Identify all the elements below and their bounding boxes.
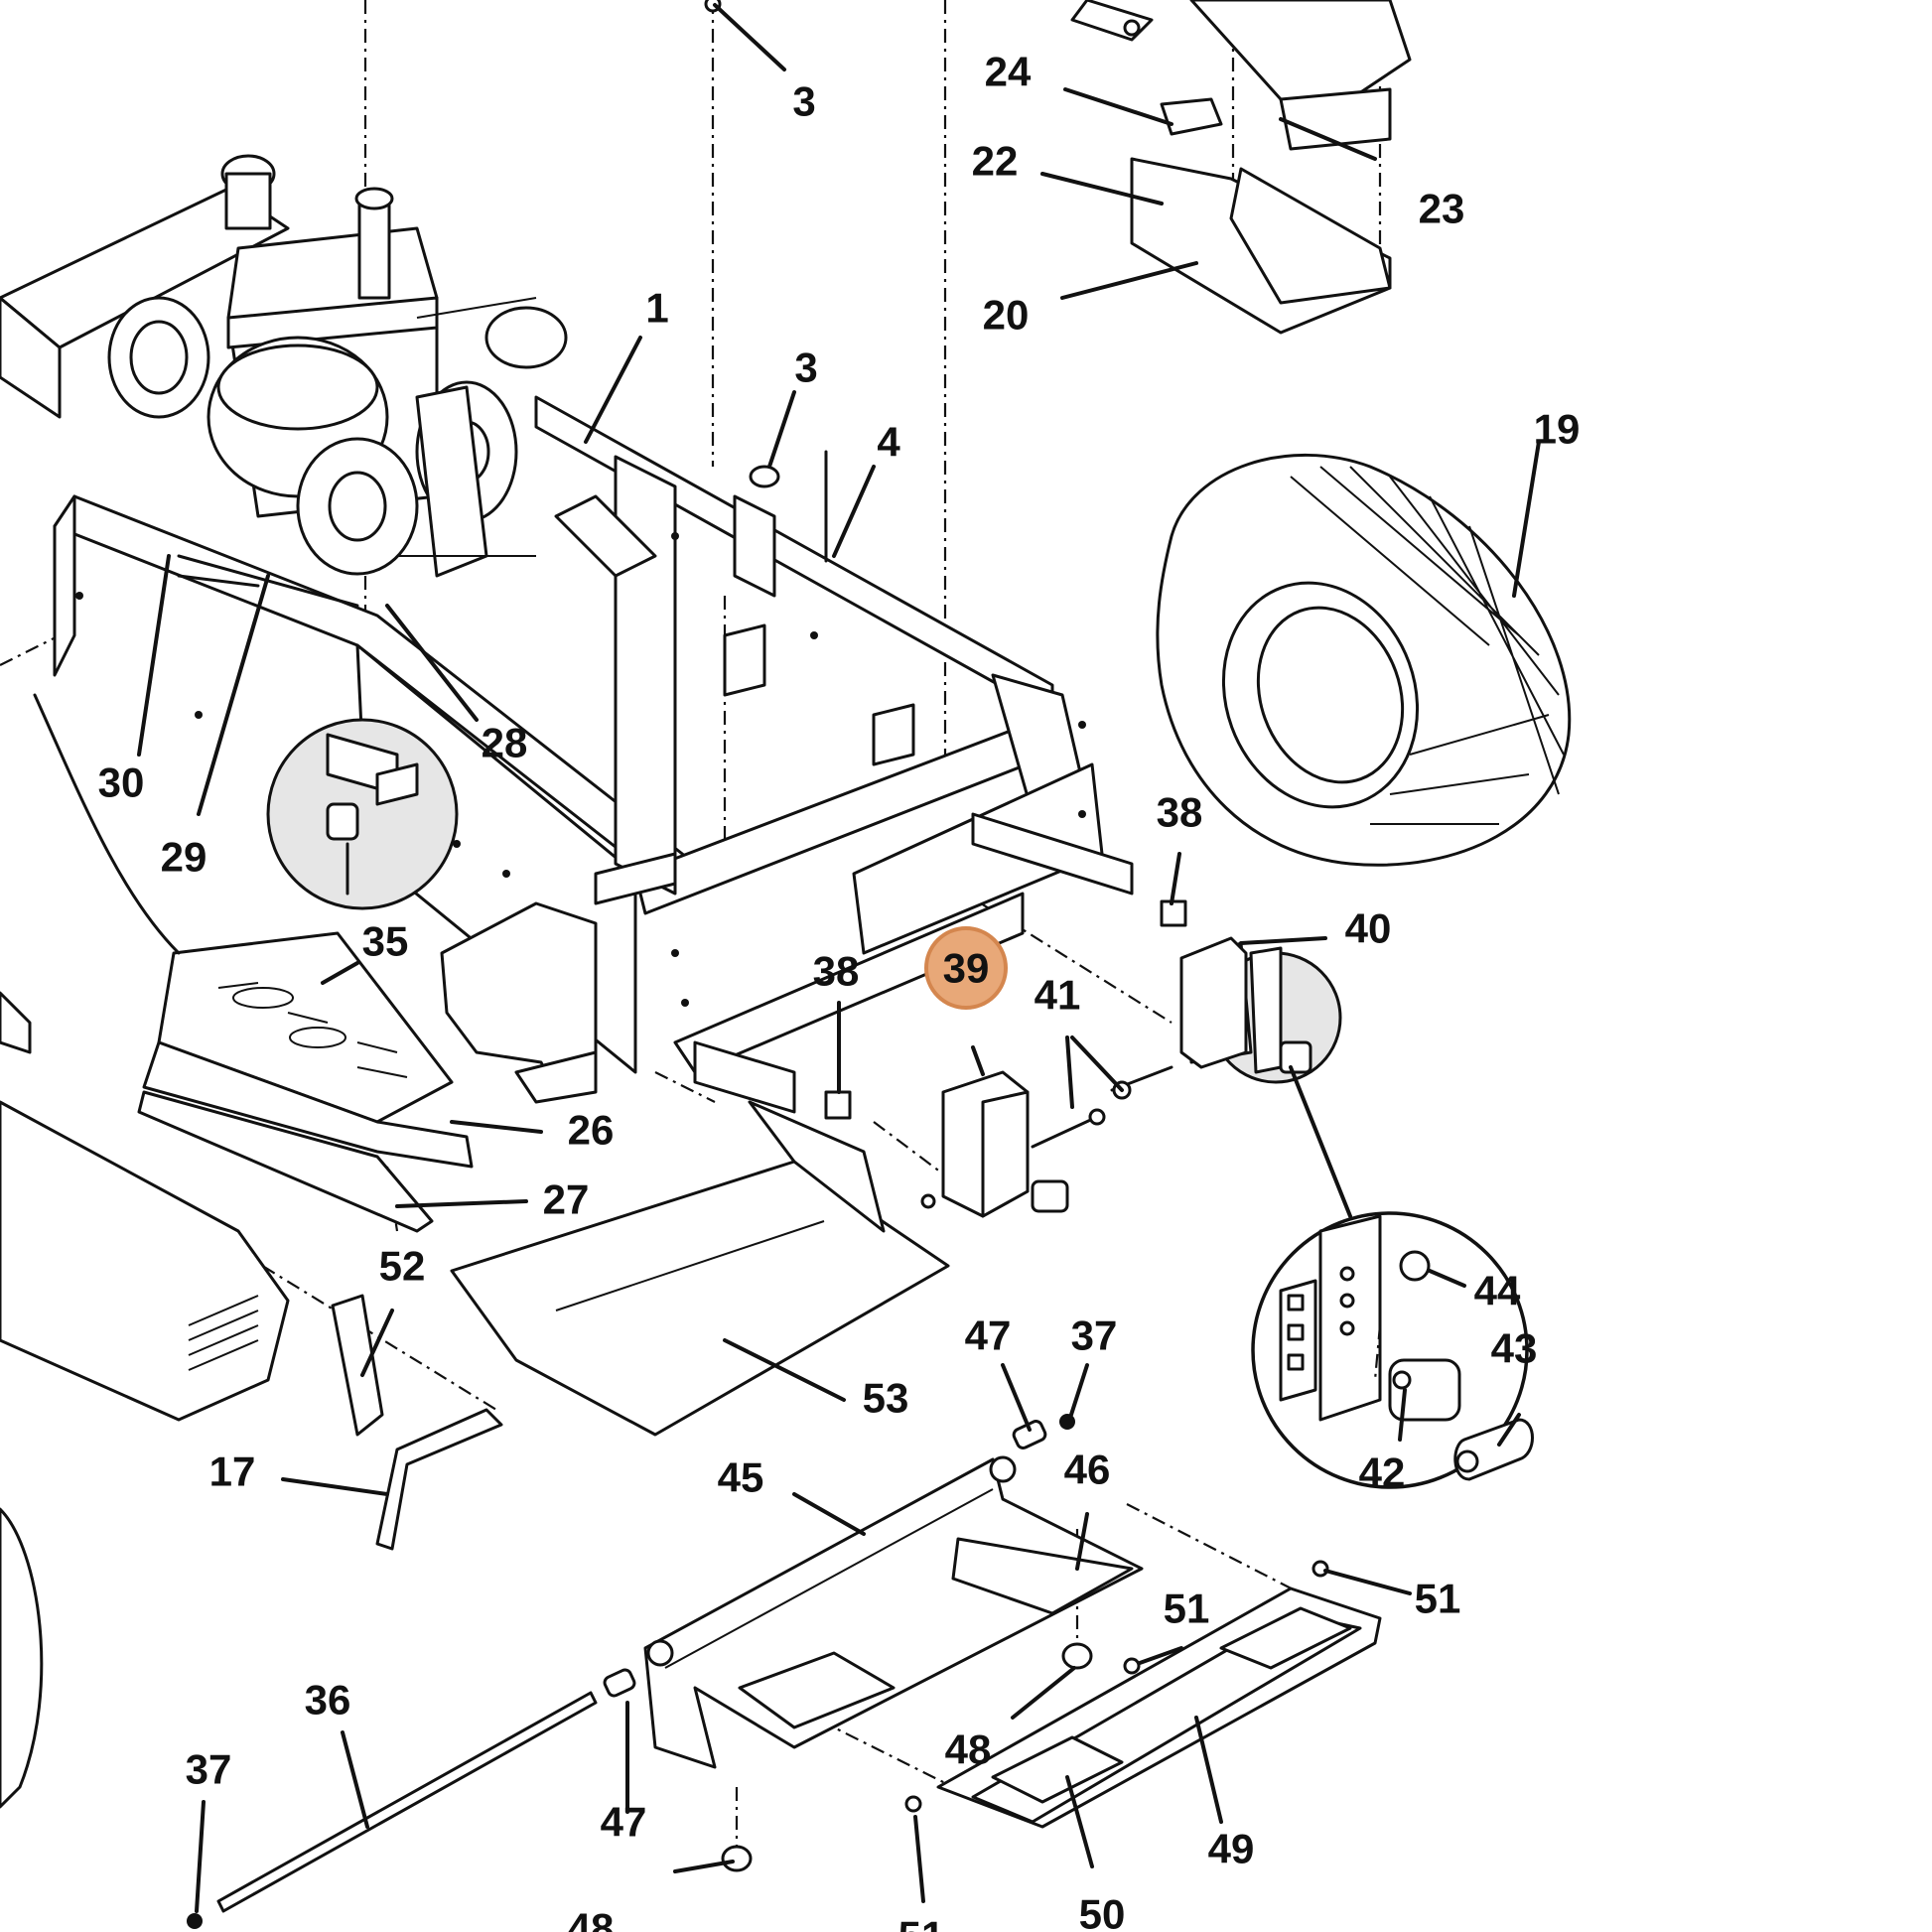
bars-and-pins [187,1414,1329,1929]
callout-36: 36 [305,1677,351,1724]
callout-3: 3 [794,345,817,391]
callout-1: 1 [645,285,668,332]
callout-27: 27 [543,1176,590,1223]
rod-17 [375,1408,503,1551]
callout-48: 48 [568,1905,615,1932]
cover-20 [1070,0,1412,335]
callout-52: 52 [379,1243,426,1290]
callout-49: 49 [1208,1826,1255,1872]
callout-24: 24 [985,49,1032,95]
callout-37: 37 [186,1746,232,1793]
deck-45 [643,1455,1144,1769]
callout-53: 53 [863,1375,909,1422]
callout-19: 19 [1534,406,1581,453]
rear-tire-19 [1156,454,1572,867]
callout-44: 44 [1474,1268,1521,1314]
callout-51: 51 [1164,1586,1210,1632]
callout-38: 38 [813,948,860,995]
callout-labels: 3 24 22 23 20 1 3 4 19 28 30 29 38 38 40… [98,49,1581,1932]
callout-20: 20 [983,292,1030,339]
highlight-circle [924,926,1008,1010]
callout-23: 23 [1419,186,1465,232]
callout-51: 51 [1415,1576,1461,1622]
callout-26: 26 [568,1107,615,1154]
callout-50: 50 [1079,1891,1126,1932]
callout-41: 41 [1035,972,1081,1019]
callout-22: 22 [972,138,1019,185]
callout-28: 28 [482,720,528,766]
bracket-39 [920,1070,1069,1218]
callout-35: 35 [362,918,409,965]
callout-51: 51 [898,1913,945,1932]
side-panel-left [0,693,290,1809]
callout-42: 42 [1359,1449,1406,1496]
callout-47: 47 [965,1312,1012,1359]
callout-46: 46 [1064,1447,1111,1493]
bracket-frame [440,901,598,1104]
callout-30: 30 [98,759,145,806]
callout-45: 45 [718,1454,764,1501]
callout-39: 39 [943,945,990,992]
highlight-callout-39[interactable]: 39 [924,926,1008,1010]
callout-3: 3 [792,78,815,125]
control-panel-26 [137,931,474,1233]
callout-29: 29 [161,834,207,881]
bracket-40 [1179,936,1248,1069]
callout-38: 38 [1157,789,1203,836]
callout-37: 37 [1071,1312,1118,1359]
callout-43: 43 [1491,1325,1538,1372]
callout-4: 4 [877,419,900,466]
link-52 [331,1294,384,1437]
engine [0,154,568,608]
callout-47: 47 [601,1799,647,1846]
callout-48: 48 [945,1726,992,1773]
callout-17: 17 [209,1449,256,1495]
detail-view-left [266,718,459,910]
callout-40: 40 [1345,905,1392,952]
rail-49 [936,1587,1382,1829]
footplate-53 [450,1100,950,1437]
leader-lines [137,3,1541,1913]
